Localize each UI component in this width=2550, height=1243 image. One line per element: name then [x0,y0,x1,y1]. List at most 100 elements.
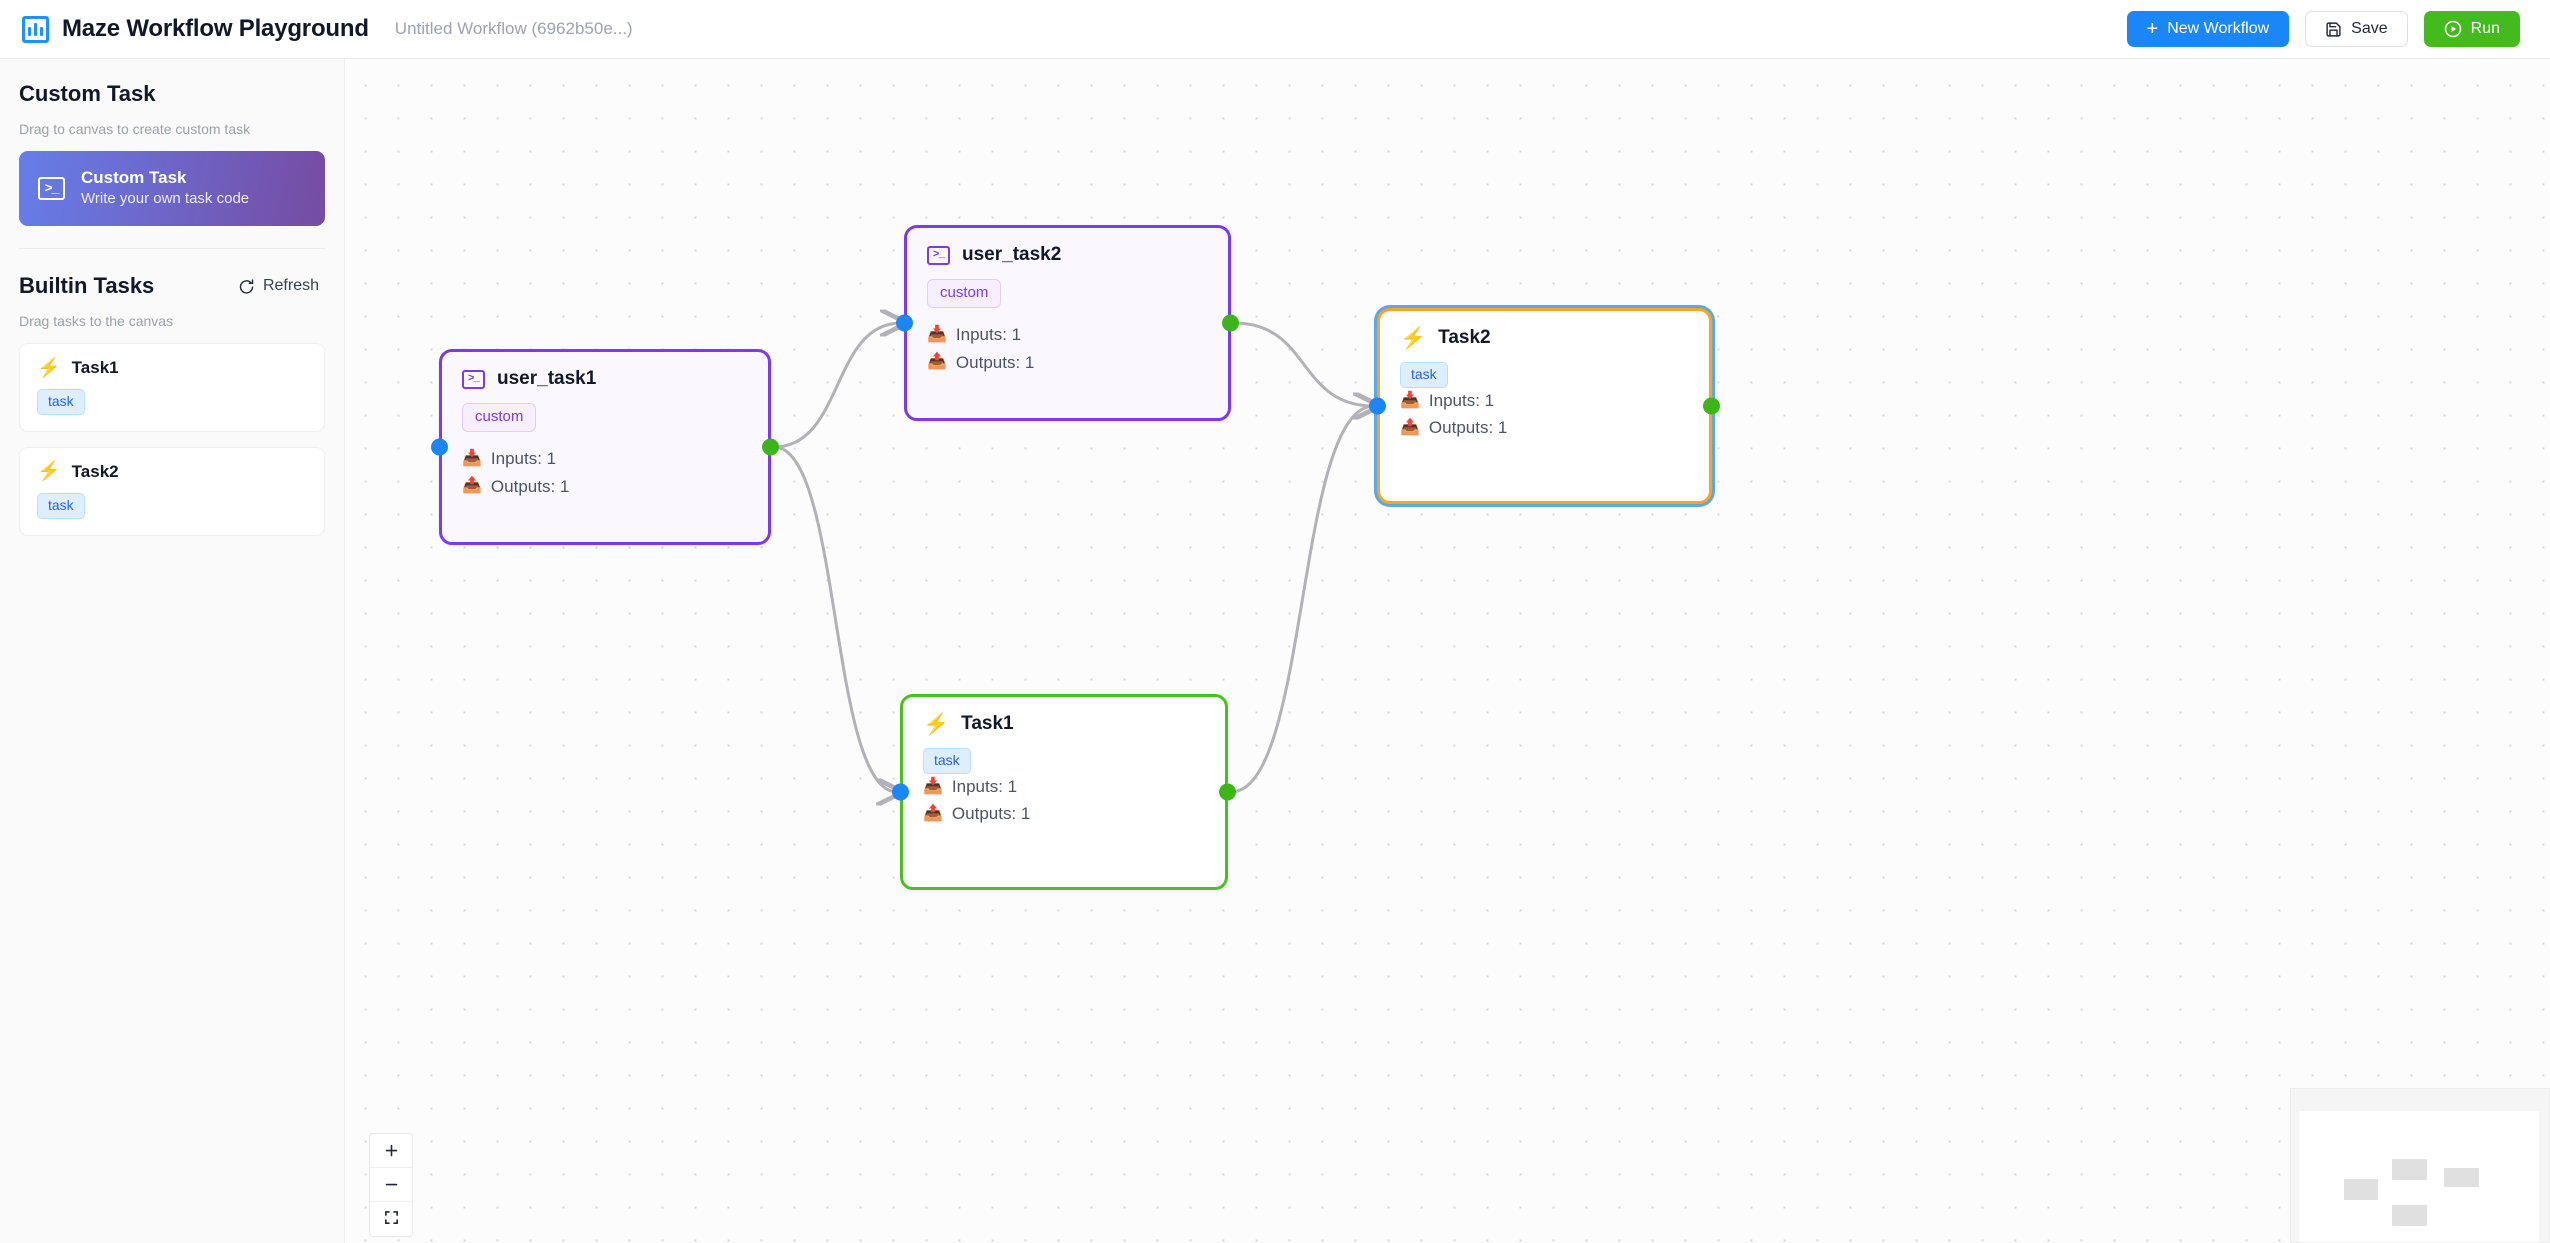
refresh-icon [238,278,255,295]
page-title: Maze Workflow Playground [62,15,369,42]
node-output-handle[interactable] [1219,783,1236,801]
brand: Maze Workflow Playground [22,15,369,43]
node-inputs-label: Inputs: 1 [951,776,1018,796]
edge-user_task1-to-user_task2[interactable] [773,323,901,449]
node-output-handle[interactable] [1703,397,1720,415]
status-badge: task [37,492,85,519]
minimap-node [2444,1168,2479,1187]
custom-task-drag-card[interactable]: >_ Custom Task Write your own task code [19,151,325,226]
node-outputs-label: Outputs: 1 [490,476,570,496]
terminal-icon: >_ [462,369,485,389]
sidebar-task-name: Task2 [71,461,119,481]
node-type-badge: task [1400,362,1448,388]
sidebar-task-card-task2[interactable]: ⚡ Task2 task [19,446,325,536]
builtin-tasks-heading: Builtin Tasks [19,273,155,298]
refresh-button[interactable]: Refresh [232,273,325,299]
save-label: Save [2351,20,2388,37]
terminal-icon: >_ [38,177,65,200]
node-outputs-label: Outputs: 1 [1428,418,1508,438]
node-type-badge: custom [927,279,1002,308]
lightning-bolt-icon: ⚡ [1400,326,1427,350]
builtin-header-row: Builtin Tasks Refresh [19,273,325,299]
node-inputs-label: Inputs: 1 [1428,390,1495,410]
node-outputs-row: 📤 Outputs: 1 [1400,415,1689,441]
custom-task-card-description: Write your own task code [81,190,250,208]
node-header: >_user_task2 [927,244,1208,266]
fit-view-button[interactable] [370,1202,412,1236]
run-label: Run [2470,20,2500,37]
minimap[interactable] [2290,1088,2550,1243]
outbox-tray-icon: 📤 [462,477,482,495]
custom-task-hint: Drag to canvas to create custom task [19,121,251,137]
custom-task-card-title: Custom Task [81,168,187,188]
node-input-handle[interactable] [1369,397,1386,415]
node-header: >_ user_task1 [462,368,748,390]
lightning-bolt-icon: ⚡ [37,357,61,379]
edge-Task1-to-Task2[interactable] [1230,406,1374,794]
node-header: ⚡Task1 [923,713,1205,735]
new-workflow-label: New Workflow [2167,20,2270,37]
outbox-tray-icon: 📤 [1400,419,1420,437]
top-bar: Maze Workflow Playground Untitled Workfl… [0,0,2550,59]
builtin-tasks-hint: Drag tasks to the canvas [19,313,174,329]
inbox-tray-icon: 📥 [1400,391,1420,409]
node-outputs-row: 📤 Outputs: 1 [927,350,1208,376]
workflow-name: Untitled Workflow (6962b50e...) [394,19,633,38]
lightning-bolt-icon: ⚡ [37,461,61,483]
node-output-handle[interactable] [762,438,779,456]
inbox-tray-icon: 📥 [927,325,947,343]
node-inputs-row: 📥Inputs: 1 [462,446,748,472]
node-outputs-row: 📤 Outputs: 1 [462,474,748,500]
node-inputs-row: 📥 Inputs: 1 [1400,388,1689,414]
sidebar: Custom Task Drag to canvas to create cus… [0,59,345,1243]
sidebar-task-card-task1[interactable]: ⚡ Task1 task [19,343,325,432]
save-button[interactable]: Save [2305,11,2408,47]
node-outputs-label: Outputs: 1 [955,352,1035,372]
node-input-handle[interactable] [892,783,909,801]
edge-layer [773,59,2550,1243]
edge-user_task2-to-Task2[interactable] [1233,321,1374,406]
edge-user_task1-to-Task1[interactable] [773,445,897,792]
node-title: user_task1 [497,368,597,389]
node-outputs-label: Outputs: 1 [951,804,1031,824]
node-inputs-label: Inputs: 1 [955,325,1022,344]
canvas-controls [369,1133,413,1237]
minimap-node [2392,1159,2427,1180]
workflow-node-Task2[interactable]: ⚡Task2 task 📥 Inputs: 1 📤 Outputs: 1 [1369,308,1720,504]
minimap-node [2344,1179,2378,1200]
custom-task-heading: Custom Task [19,81,156,106]
node-outputs-row: 📤 Outputs: 1 [923,801,1205,827]
terminal-icon: >_ [927,245,950,265]
minimap-viewport [2299,1111,2539,1242]
run-button[interactable]: Run [2423,11,2520,47]
node-type-badge: custom [462,403,537,432]
node-title: Task1 [961,713,1014,734]
node-output-handle[interactable] [1222,314,1239,332]
outbox-tray-icon: 📤 [923,805,943,823]
node-input-handle[interactable] [896,314,913,332]
sidebar-divider [19,248,325,249]
zoom-out-button[interactable] [370,1168,412,1202]
bar-square-logo-icon [22,15,49,43]
node-inputs-row: 📥Inputs: 1 [923,774,1205,800]
workflow-node-Task1[interactable]: ⚡Task1 task📥Inputs: 1 📤 Outputs: 1 [892,694,1236,890]
inbox-tray-icon: 📥 [462,449,482,467]
refresh-label: Refresh [262,277,319,294]
sidebar-task-name: Task1 [71,358,119,377]
node-header: ⚡Task2 [1400,327,1689,349]
floppy-disk-icon [2325,21,2342,38]
node-type-badge: task [923,748,971,774]
zoom-in-button[interactable] [370,1134,412,1168]
node-input-handle[interactable] [431,438,448,456]
new-workflow-button[interactable]: + New Workflow [2126,11,2290,47]
play-circle-icon [2444,20,2462,38]
plus-icon: + [2146,18,2159,40]
top-actions: + New Workflow Save [2126,11,2520,47]
outbox-tray-icon: 📤 [927,353,947,371]
node-inputs-row: 📥 Inputs: 1 [927,322,1208,348]
fit-view-icon [384,1210,399,1228]
